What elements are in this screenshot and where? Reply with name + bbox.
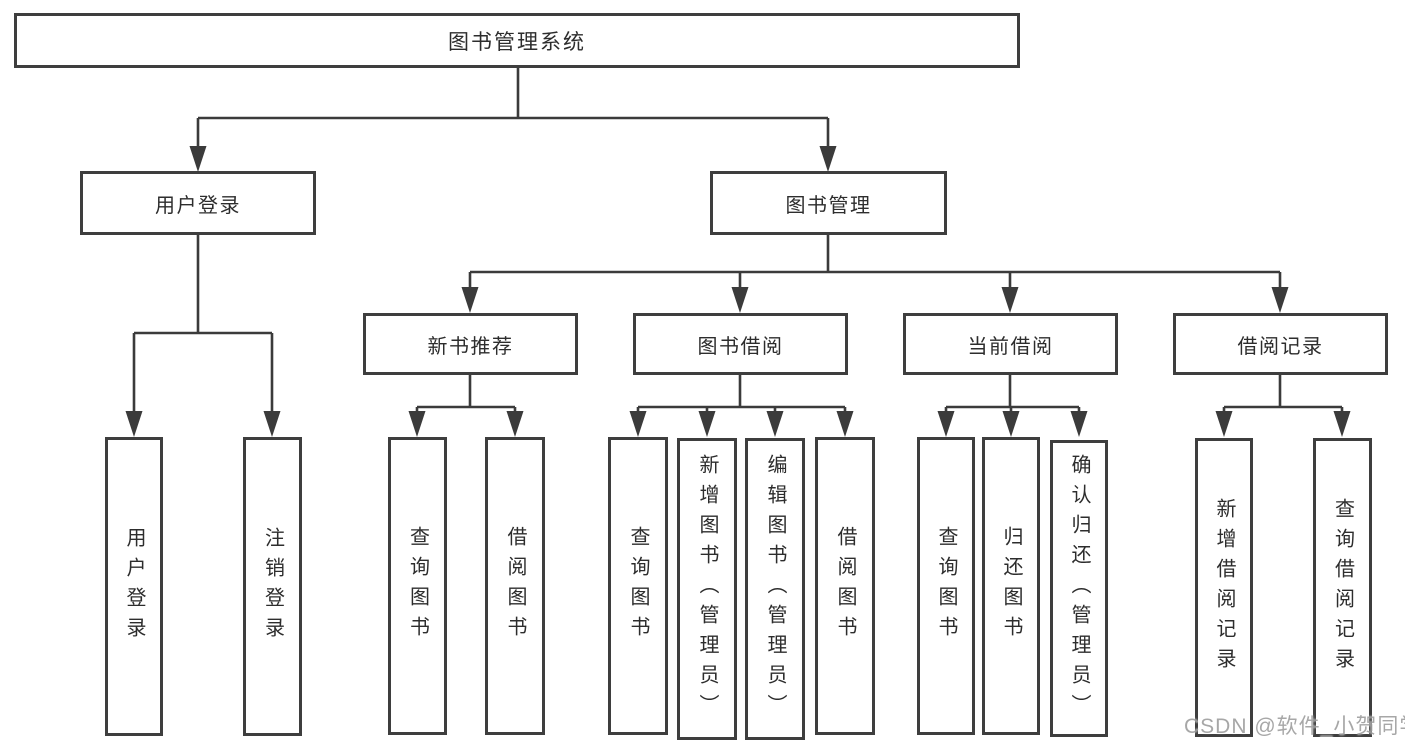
arrowheads	[125, 146, 1351, 437]
node-borrow-books: 借阅图书	[815, 437, 875, 735]
node-label: 借阅记录	[1237, 335, 1324, 358]
csdn-watermark: CSDN @软件_小贺同学	[1184, 715, 1405, 738]
node-edit-books-admin: 编辑图书（管理员）	[745, 438, 805, 740]
node-book-borrowing: 图书借阅	[633, 313, 848, 375]
node-query-borrow-record: 查询借阅记录	[1313, 438, 1372, 737]
node-borrowing-records: 借阅记录	[1173, 313, 1388, 375]
node-book-management: 图书管理	[710, 171, 947, 235]
node-label: 图书借阅	[697, 335, 784, 358]
node-label: 新增图书（管理员）	[696, 454, 718, 724]
node-label: 图书管理	[785, 194, 872, 217]
node-library-management-system: 图书管理系统	[14, 13, 1020, 68]
node-label: 图书管理系统	[448, 30, 586, 54]
node-confirm-return-admin: 确认归还（管理员）	[1050, 440, 1108, 737]
node-label: 借阅图书	[504, 526, 526, 646]
node-add-books-admin: 新增图书（管理员）	[677, 438, 737, 740]
node-label: 确认归还（管理员）	[1068, 453, 1090, 724]
node-add-borrow-record: 新增借阅记录	[1195, 438, 1253, 737]
node-label: 归还图书	[1000, 526, 1022, 646]
node-query-books-borrow: 查询图书	[608, 437, 668, 735]
node-user-login: 用户登录	[80, 171, 316, 235]
node-label: 借阅图书	[834, 526, 856, 646]
node-label: 查询图书	[627, 526, 649, 646]
node-query-books-recommend: 查询图书	[388, 437, 447, 735]
node-new-book-recommend: 新书推荐	[363, 313, 578, 375]
node-label: 查询图书	[406, 526, 429, 646]
node-label: 编辑图书（管理员）	[764, 454, 786, 724]
node-label: 用户登录	[123, 526, 145, 647]
node-query-books-current: 查询图书	[917, 437, 975, 735]
node-label: 当前借阅	[967, 335, 1054, 358]
node-current-borrowing: 当前借阅	[903, 313, 1118, 375]
node-label: 新书推荐	[427, 335, 514, 358]
node-user-login-action: 用户登录	[105, 437, 163, 736]
node-label: 注销登录	[261, 526, 284, 647]
node-label: 查询图书	[935, 526, 957, 646]
node-label: 查询借阅记录	[1331, 497, 1354, 678]
node-borrow-books-recommend: 借阅图书	[485, 437, 545, 735]
node-label: 用户登录	[155, 194, 241, 217]
node-return-books: 归还图书	[982, 437, 1040, 735]
node-label: 新增借阅记录	[1213, 497, 1235, 678]
node-logout: 注销登录	[243, 437, 302, 736]
